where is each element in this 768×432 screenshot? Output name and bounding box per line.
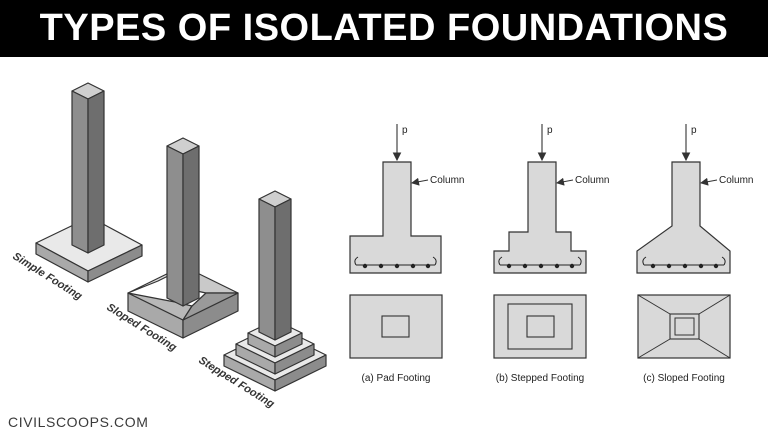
site-watermark: CIVILSCOOPS.COM [8, 414, 149, 430]
stepped-footing-elevation [493, 161, 587, 274]
pad-footing-section: p Column (a) Pad Footing [349, 124, 464, 384]
title-banner: TYPES OF ISOLATED FOUNDATIONS [0, 0, 768, 57]
load-label: p [547, 125, 553, 136]
page-title: TYPES OF ISOLATED FOUNDATIONS [39, 7, 729, 49]
foundations-diagram: Simple Footing Sloped Footing Steppe [10, 82, 753, 411]
pad-footing-caption: (a) Pad Footing [362, 373, 431, 384]
pad-footing-elevation [349, 161, 442, 274]
sloped-footing-section: p Column (c) Sloped Footing [636, 124, 753, 384]
column-pointer-icon [556, 177, 574, 186]
stepped-footing-caption: (b) Stepped Footing [496, 373, 584, 384]
rebar-dots [650, 263, 719, 269]
column-label: Column [575, 175, 609, 186]
column-label: Column [430, 175, 464, 186]
rebar-dots [506, 263, 575, 269]
sloped-footing-caption: (c) Sloped Footing [643, 373, 725, 384]
sloped-footing-elevation [636, 161, 731, 274]
sloped-footing-3d [127, 137, 239, 339]
stepped-footing-3d [223, 190, 327, 392]
column-pointer-icon [411, 177, 429, 186]
load-label: p [402, 125, 408, 136]
simple-footing-3d [35, 82, 143, 283]
stepped-footing-section: p Column (b) Stepped Footing [493, 124, 609, 384]
column-label: Column [719, 175, 753, 186]
column-pointer-icon [700, 177, 718, 186]
load-label: p [691, 125, 697, 136]
rebar-dots [362, 263, 431, 269]
